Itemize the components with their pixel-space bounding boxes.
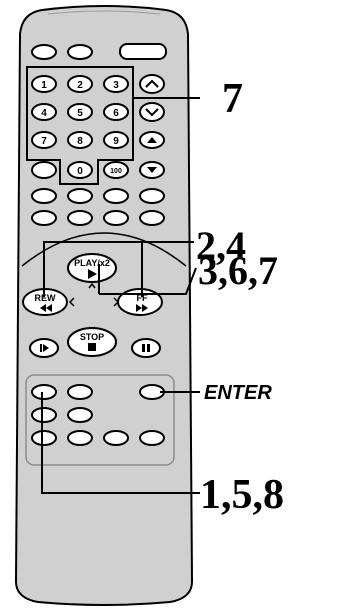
ff-label: FF: [137, 293, 148, 303]
chevron-up-button[interactable]: [139, 74, 165, 94]
lower-button-7[interactable]: [103, 430, 129, 446]
leader-play-group: [43, 241, 194, 297]
stop-icon: [88, 343, 96, 351]
key-label: 2: [77, 80, 83, 91]
up-caret-icon: [88, 282, 96, 289]
triangle-down-icon: [147, 167, 157, 173]
leader-lower-group: [41, 392, 200, 494]
key-label: 6: [113, 108, 119, 119]
mid-button[interactable]: [103, 210, 129, 226]
chevron-down-icon: [145, 108, 159, 117]
jog-dial-arc: [21, 232, 187, 267]
mid-button[interactable]: [103, 188, 129, 204]
top-button-2[interactable]: [67, 44, 93, 60]
key-label: 3: [113, 80, 119, 91]
lower-button-3[interactable]: [31, 407, 57, 423]
callout-numeric: 7: [222, 76, 243, 122]
remote-body: [14, 5, 194, 606]
mid-button[interactable]: [139, 210, 165, 226]
rew-label: REW: [35, 293, 57, 303]
callout-lower-group: 1,5,8: [200, 472, 284, 518]
pause-icon: [142, 344, 150, 352]
key-label: 5: [77, 108, 83, 119]
triangle-down-button[interactable]: [139, 161, 165, 179]
key-3[interactable]: 3: [103, 75, 129, 93]
play-button[interactable]: PLAY/x2: [67, 253, 117, 283]
key-5[interactable]: 5: [67, 103, 93, 121]
right-caret-icon: [113, 297, 120, 307]
key-0[interactable]: 0: [67, 161, 93, 179]
key-9[interactable]: 9: [103, 131, 129, 149]
ff-button[interactable]: FF: [117, 288, 163, 316]
triangle-up-icon: [147, 137, 157, 143]
top-button-wide[interactable]: [119, 43, 167, 60]
mid-button-rows: [31, 188, 165, 226]
stop-button[interactable]: STOP: [67, 327, 117, 357]
key-label: 1: [41, 80, 47, 91]
chevron-down-button[interactable]: [139, 102, 165, 122]
callout-stop-group: 3,6,7: [198, 248, 278, 293]
mid-button[interactable]: [67, 188, 93, 204]
key-4[interactable]: 4: [31, 103, 57, 121]
top-button-1[interactable]: [31, 44, 57, 60]
key-label: 100: [110, 168, 122, 175]
slow-play-icon: [40, 344, 49, 352]
mid-button[interactable]: [67, 210, 93, 226]
mid-button[interactable]: [31, 188, 57, 204]
remote-top-sheen: [47, 10, 161, 15]
key-label: 0: [77, 166, 83, 177]
key-label: 7: [41, 136, 47, 147]
pause-button[interactable]: [131, 338, 161, 358]
mid-button[interactable]: [139, 188, 165, 204]
key-6[interactable]: 6: [103, 103, 129, 121]
lower-button-2[interactable]: [67, 384, 93, 400]
key-label: 9: [113, 136, 119, 147]
numeric-keypad: 1 2 3 4 5 6 7 8: [31, 75, 129, 179]
mid-button[interactable]: [31, 210, 57, 226]
left-caret-icon: [68, 297, 75, 307]
right-arrow-column: [139, 74, 165, 179]
key-label: 8: [77, 136, 83, 147]
callout-play-group: 2,4: [196, 223, 246, 268]
key-100[interactable]: 100: [103, 161, 129, 179]
fast-forward-icon: [136, 304, 148, 312]
top-button-row: [31, 43, 167, 60]
play-icon: [88, 269, 97, 279]
key-2[interactable]: 2: [67, 75, 93, 93]
slow-button[interactable]: [29, 338, 59, 358]
lower-panel-buttons: [31, 384, 165, 446]
rewind-icon: [40, 304, 52, 312]
leader-lines: [41, 97, 200, 494]
stop-label: STOP: [80, 332, 104, 342]
lower-button-4[interactable]: [67, 407, 93, 423]
triangle-up-button[interactable]: [139, 131, 165, 149]
leader-stop-group: [98, 264, 197, 295]
play-label: PLAY/x2: [74, 258, 110, 268]
lower-button-8[interactable]: [139, 430, 165, 446]
lower-button-6[interactable]: [67, 430, 93, 446]
key-label: 4: [41, 108, 47, 119]
lower-button-1[interactable]: [31, 384, 57, 400]
callout-enter: ENTER: [204, 382, 272, 404]
lower-panel: [25, 374, 175, 466]
rew-button[interactable]: REW: [22, 288, 68, 316]
key-1[interactable]: 1: [31, 75, 57, 93]
chevron-up-icon: [145, 79, 159, 88]
keypad-side-button[interactable]: [31, 161, 57, 179]
key-7[interactable]: 7: [31, 131, 57, 149]
lower-button-5[interactable]: [31, 430, 57, 446]
key-8[interactable]: 8: [67, 131, 93, 149]
